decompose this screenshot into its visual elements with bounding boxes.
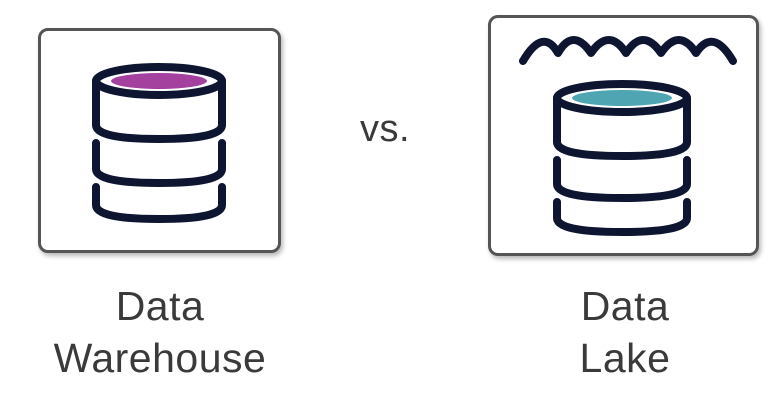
database-band-2 bbox=[553, 156, 691, 202]
data-lake-panel bbox=[488, 15, 759, 256]
caption-line-2: Warehouse bbox=[53, 335, 267, 381]
database-top-fill bbox=[572, 90, 672, 106]
database-icon bbox=[92, 63, 226, 223]
data-lake-caption: Data Lake bbox=[500, 280, 750, 384]
caption-line-1: Data bbox=[580, 283, 670, 329]
database-with-waves-icon bbox=[519, 36, 737, 236]
data-warehouse-caption: Data Warehouse bbox=[20, 280, 300, 384]
versus-label: vs. bbox=[359, 108, 411, 150]
database-band-1 bbox=[553, 94, 691, 160]
caption-line-1: Data bbox=[115, 283, 205, 329]
database-band-3 bbox=[553, 198, 691, 236]
database-band-3 bbox=[92, 183, 226, 223]
database-band-1 bbox=[92, 77, 226, 143]
data-warehouse-panel bbox=[38, 28, 281, 253]
caption-line-2: Lake bbox=[579, 335, 671, 381]
database-band-2 bbox=[92, 139, 226, 187]
database-top-fill bbox=[111, 73, 207, 89]
water-waves-icon bbox=[519, 36, 737, 65]
